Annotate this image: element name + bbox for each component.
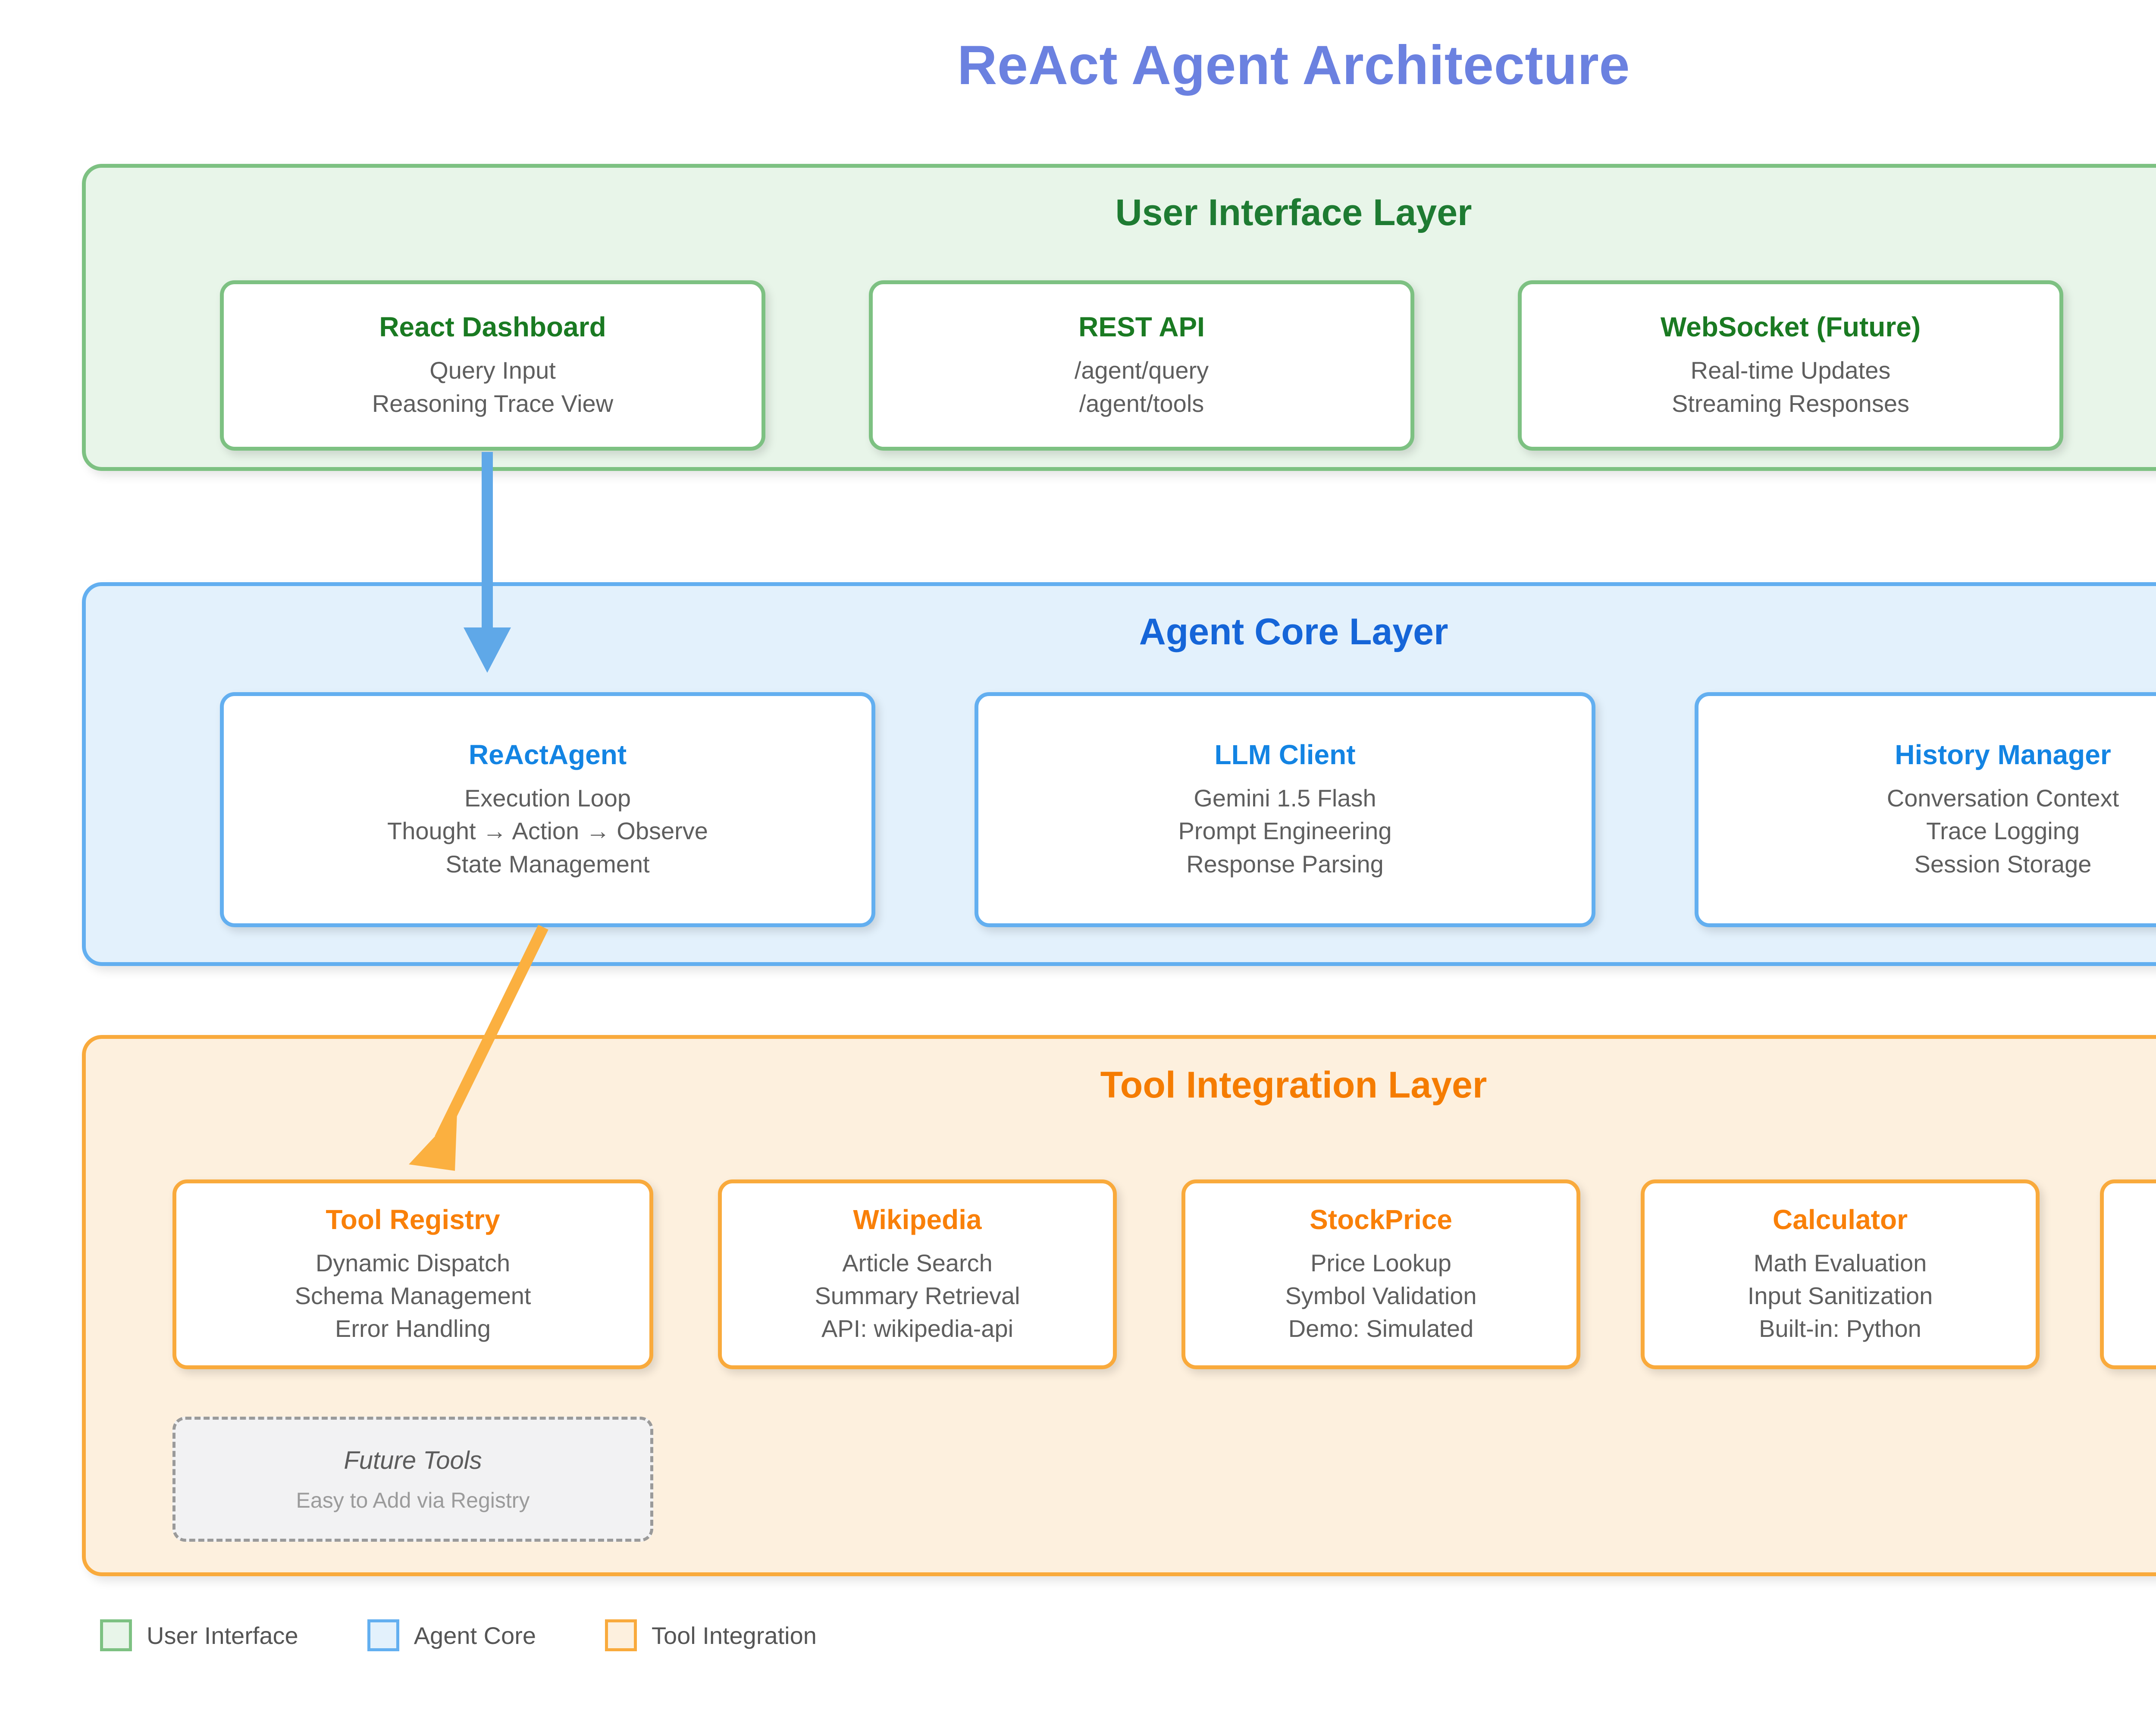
card-line: Trace Logging — [1926, 817, 2080, 845]
card-line: Conversation Context — [1887, 784, 2119, 812]
legend-item-agent-core: Agent Core — [367, 1619, 536, 1651]
card-line: Dynamic Dispatch — [315, 1249, 511, 1276]
card-line: Summary Retrieval — [815, 1282, 1020, 1309]
card-title: Tool Registry — [326, 1204, 500, 1235]
legend-item-user-interface: User Interface — [100, 1619, 298, 1651]
card-title: React Dashboard — [379, 311, 606, 343]
legend-label: Tool Integration — [651, 1622, 817, 1649]
card-line: /agent/tools — [1079, 389, 1204, 417]
legend-label: User Interface — [147, 1622, 298, 1649]
card-title: LLM Client — [1214, 739, 1356, 771]
card-stockprice[interactable]: StockPrice Price Lookup Symbol Validatio… — [1181, 1179, 1580, 1369]
card-line: Response Parsing — [1186, 850, 1384, 878]
card-weather[interactable]: Weather Location Query Conditions Demo: … — [2100, 1179, 2156, 1369]
card-future-tools[interactable]: Future Tools Easy to Add via Registry — [172, 1417, 653, 1542]
future-tools-subtitle: Easy to Add via Registry — [296, 1488, 530, 1512]
card-line: Schema Management — [295, 1282, 531, 1309]
card-calculator[interactable]: Calculator Math Evaluation Input Sanitiz… — [1641, 1179, 2040, 1369]
card-rest-api[interactable]: REST API /agent/query /agent/tools — [869, 280, 1414, 451]
card-line: Demo: Simulated — [1288, 1315, 1474, 1342]
card-line: /agent/query — [1074, 357, 1209, 384]
card-line: Query Input — [429, 357, 556, 384]
legend-swatch-user-interface — [100, 1619, 132, 1651]
card-line: Thought → Action → Observe — [387, 817, 708, 845]
card-line: Session Storage — [1914, 850, 2092, 878]
page-title: ReAct Agent Architecture — [957, 34, 1630, 96]
card-line: Symbol Validation — [1285, 1282, 1477, 1309]
card-title: History Manager — [1895, 739, 2111, 771]
legend-swatch-tool-integration — [605, 1619, 637, 1651]
card-line: Prompt Engineering — [1178, 817, 1392, 845]
card-reactagent[interactable]: ReActAgent Execution Loop Thought → Acti… — [220, 692, 875, 927]
card-line: Built-in: Python — [1759, 1315, 1921, 1342]
card-title: StockPrice — [1310, 1204, 1452, 1235]
legend-label: Agent Core — [414, 1622, 536, 1649]
card-title: ReActAgent — [468, 739, 627, 771]
card-title: Wikipedia — [853, 1204, 982, 1235]
card-llm-client[interactable]: LLM Client Gemini 1.5 Flash Prompt Engin… — [975, 692, 1595, 927]
card-line: Streaming Responses — [1672, 389, 1909, 417]
layer-title-user-interface: User Interface Layer — [1115, 192, 1472, 233]
card-websocket[interactable]: WebSocket (Future) Real-time Updates Str… — [1518, 280, 2063, 451]
card-line: State Management — [445, 850, 650, 878]
card-line: Price Lookup — [1310, 1249, 1451, 1276]
layer-title-agent-core: Agent Core Layer — [1139, 611, 1448, 652]
card-react-dashboard[interactable]: React Dashboard Query Input Reasoning Tr… — [220, 280, 765, 451]
card-title: WebSocket (Future) — [1660, 311, 1921, 343]
card-title: REST API — [1078, 311, 1205, 343]
card-line: Article Search — [842, 1249, 993, 1276]
legend-item-tool-integration: Tool Integration — [605, 1619, 817, 1651]
card-history-manager[interactable]: History Manager Conversation Context Tra… — [1695, 692, 2156, 927]
future-tools-title: Future Tools — [344, 1446, 482, 1474]
card-line: Reasoning Trace View — [372, 389, 614, 417]
card-wikipedia[interactable]: Wikipedia Article Search Summary Retriev… — [718, 1179, 1117, 1369]
card-line: API: wikipedia-api — [821, 1315, 1014, 1342]
legend: User Interface Agent Core Tool Integrati… — [100, 1619, 886, 1651]
card-line: Gemini 1.5 Flash — [1194, 784, 1376, 812]
card-line: Input Sanitization — [1747, 1282, 1933, 1309]
legend-swatch-agent-core — [367, 1619, 399, 1651]
card-line: Math Evaluation — [1753, 1249, 1927, 1276]
card-title: Calculator — [1773, 1204, 1908, 1235]
card-line: Error Handling — [335, 1315, 491, 1342]
card-tool-registry[interactable]: Tool Registry Dynamic Dispatch Schema Ma… — [172, 1179, 653, 1369]
layer-title-tool-integration: Tool Integration Layer — [1100, 1064, 1487, 1106]
card-line: Execution Loop — [464, 784, 631, 812]
card-line: Real-time Updates — [1690, 357, 1891, 384]
